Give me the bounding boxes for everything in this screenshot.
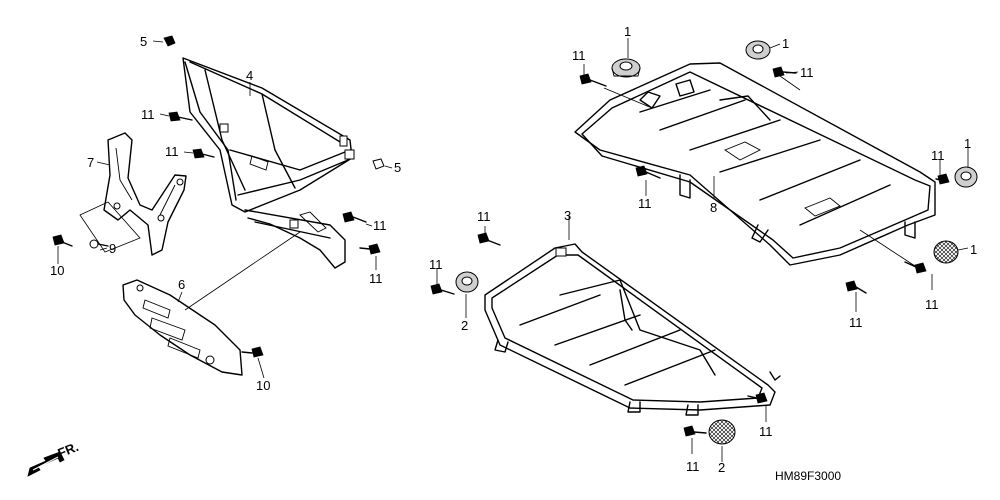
callout-11: 11 (373, 218, 387, 233)
callout-7: 7 (87, 155, 94, 170)
callout-11: 11 (572, 48, 586, 63)
bolt-part-11-e (579, 73, 607, 87)
bolt-part-11-n (683, 425, 707, 437)
bumper-part-2-a (455, 271, 479, 293)
bolt-part-11-g (635, 165, 661, 179)
callout-11: 11 (925, 297, 939, 312)
bolt-part-11-i (904, 261, 927, 274)
callout-5: 5 (140, 34, 147, 49)
callout-11: 11 (369, 271, 383, 286)
callout-8: 8 (710, 200, 717, 215)
callout-11: 11 (141, 107, 155, 122)
callout-10: 10 (256, 378, 270, 393)
bolt-part-11-l (430, 283, 455, 295)
callout-11: 11 (800, 65, 814, 80)
front-carrier-part-3 (484, 243, 781, 416)
callout-1: 1 (970, 242, 977, 257)
bolt-part-11-c (342, 211, 367, 223)
leader-lines (57, 38, 969, 462)
bolt-part-5-right (372, 158, 385, 170)
callout-11: 11 (477, 209, 491, 224)
callout-3: 3 (564, 208, 571, 223)
direction-label: FR. (56, 439, 81, 461)
diagram-code: HM89F3000 (775, 469, 841, 483)
callout-11: 11 (759, 424, 773, 439)
front-direction-arrow-icon: FR. (27, 439, 81, 477)
bracket-part-7 (103, 132, 187, 256)
bolt-part-9 (89, 239, 109, 249)
callout-2: 2 (461, 318, 468, 333)
callout-11: 11 (165, 144, 179, 159)
callout-1: 1 (782, 36, 789, 51)
callout-11: 11 (686, 459, 700, 474)
callout-11: 11 (931, 148, 945, 163)
bolt-part-5-top (163, 35, 176, 47)
bolt-part-11-d (359, 243, 381, 255)
bolt-part-11-f (772, 66, 797, 78)
callout-1: 1 (964, 136, 971, 151)
bolt-part-10-a (52, 234, 73, 247)
bumper-part-1-d (933, 240, 959, 264)
callout-5: 5 (394, 160, 401, 175)
callout-11: 11 (849, 315, 863, 330)
bumper-part-1-c (954, 166, 978, 188)
bolt-part-11-h (935, 173, 950, 185)
skid-plate-part-6 (122, 279, 243, 376)
callout-11: 11 (638, 196, 652, 211)
callout-4: 4 (246, 68, 253, 83)
callout-labels: 5 4 11 11 5 7 11 11 9 10 6 10 1 1 11 11 … (50, 24, 977, 475)
bolt-part-10-b (241, 346, 264, 358)
bolt-part-11-a (168, 111, 193, 122)
rear-carrier-part-8 (574, 62, 936, 266)
front-guard-part-4 (182, 57, 355, 269)
callout-11: 11 (429, 257, 443, 272)
callout-1: 1 (624, 24, 631, 39)
callout-6: 6 (178, 277, 185, 292)
bumper-part-2-b (708, 419, 736, 445)
bolt-part-11-b (192, 148, 215, 159)
bumper-part-1-a (611, 58, 641, 78)
callout-2: 2 (718, 460, 725, 475)
callout-9: 9 (109, 241, 116, 256)
callout-10: 10 (50, 263, 64, 278)
bolt-part-11-j (845, 280, 867, 294)
bumper-part-1-b (745, 40, 771, 60)
bolt-part-11-k (477, 232, 501, 246)
bolt-part-11-m (747, 392, 768, 404)
